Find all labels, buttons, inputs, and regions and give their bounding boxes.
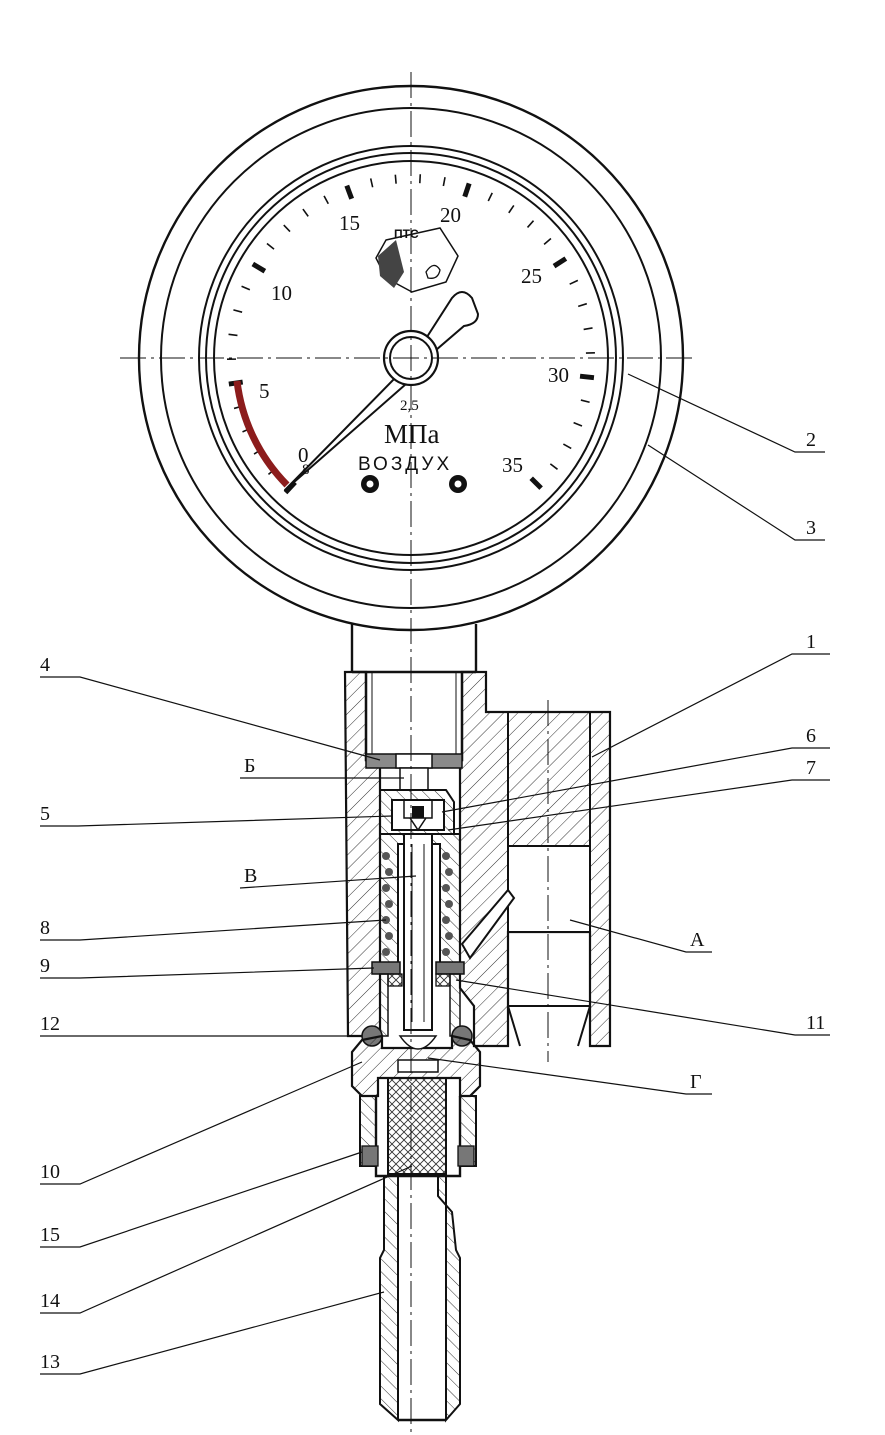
callout-1: 1 — [806, 631, 816, 653]
minor-tick — [283, 224, 291, 233]
callout-6: 6 — [806, 725, 816, 747]
seal-15-right — [457, 1145, 475, 1167]
callout-3: 3 — [806, 517, 816, 539]
scale-label-30: 30 — [548, 363, 569, 387]
minor-tick — [569, 279, 579, 285]
lower-fitting — [359, 1077, 477, 1178]
major-tick — [344, 184, 355, 200]
valve-body — [343, 670, 612, 1048]
callout-labels: 1 2 3 4 Б 5 6 7 В 8 9 А 11 12 Г 10 15 14… — [40, 429, 825, 1373]
seal-15-left — [361, 1145, 379, 1167]
side-port-insert — [507, 845, 591, 933]
spring-coil — [385, 900, 393, 908]
spring-8 — [382, 852, 453, 956]
valve-disc-7 — [412, 806, 424, 818]
scale-label-5: 5 — [259, 379, 270, 403]
callout-10: 10 — [40, 1161, 60, 1183]
callout-9: 9 — [40, 955, 50, 977]
minor-tick — [394, 174, 397, 184]
spring-coil — [445, 868, 453, 876]
major-tick — [251, 261, 267, 274]
callout-5: 5 — [40, 803, 50, 825]
callout-13: 13 — [40, 1351, 60, 1373]
minor-tick — [228, 333, 238, 337]
scale-label-0: 0 — [298, 443, 309, 467]
callout-b: Б — [244, 755, 255, 777]
spring-coil — [445, 932, 453, 940]
callout-v: В — [244, 865, 257, 887]
major-tick — [579, 373, 595, 381]
minor-tick — [442, 177, 446, 187]
nipple-13 — [379, 1175, 461, 1423]
callout-7: 7 — [806, 757, 816, 779]
minor-tick — [549, 463, 558, 470]
minor-tick — [369, 178, 374, 188]
washer-9 — [371, 961, 401, 975]
callout-11: 11 — [806, 1012, 825, 1034]
centerlines — [120, 72, 695, 1432]
gauge-pointer — [284, 291, 480, 491]
minor-tick — [543, 237, 552, 245]
spring-coil — [385, 932, 393, 940]
minor-tick — [323, 195, 330, 205]
scale-label-20: 20 — [440, 203, 461, 227]
major-tick — [529, 476, 543, 490]
minor-tick — [526, 220, 535, 228]
spring-coil — [382, 884, 390, 892]
spring-coil — [382, 948, 390, 956]
spring-coil — [445, 900, 453, 908]
minor-tick — [577, 302, 588, 308]
minor-tick — [266, 242, 275, 250]
minor-tick — [580, 399, 590, 404]
scale-label-35: 35 — [502, 453, 523, 477]
callout-a: А — [690, 929, 705, 951]
callout-14: 14 — [40, 1290, 60, 1312]
manufacturer-logo: ПТС — [375, 227, 459, 293]
scale-label-25: 25 — [521, 264, 542, 288]
callout-4: 4 — [40, 654, 50, 676]
gauge-neck — [350, 624, 478, 674]
spring-coil — [382, 852, 390, 860]
accuracy-class: 2,5 — [400, 398, 419, 414]
callout-2: 2 — [806, 429, 816, 451]
minor-tick — [508, 204, 515, 214]
callout-leaders — [40, 373, 830, 1375]
spring-coil — [442, 884, 450, 892]
callout-15: 15 — [40, 1224, 60, 1246]
unit-label: МПа — [384, 419, 440, 449]
major-tick — [462, 182, 472, 198]
scale-label-15: 15 — [339, 211, 360, 235]
major-tick — [283, 480, 297, 495]
minor-tick — [302, 208, 309, 217]
callout-12: 12 — [40, 1013, 60, 1035]
minor-tick — [233, 309, 243, 313]
spring-coil — [442, 916, 450, 924]
callout-g: Г — [690, 1071, 702, 1093]
washer-11 — [435, 961, 465, 975]
minor-tick — [583, 327, 593, 331]
chamber-g — [398, 1035, 438, 1050]
spring-coil — [442, 948, 450, 956]
passage-b — [399, 767, 429, 791]
minor-tick — [573, 421, 583, 427]
minor-tick — [487, 192, 493, 202]
medium-label: ВОЗДУХ — [358, 454, 452, 475]
logo-text: ПТС — [394, 227, 419, 241]
spring-coil — [442, 852, 450, 860]
major-tick — [552, 256, 568, 269]
red-zone-arc — [233, 380, 290, 488]
minor-tick — [241, 285, 251, 291]
valve-cartridge — [371, 789, 465, 1037]
spring-coil — [385, 868, 393, 876]
filter-insert-14 — [387, 1077, 447, 1175]
valve-stem — [403, 833, 433, 1031]
minor-tick — [562, 443, 572, 450]
scale-label-10: 10 — [271, 281, 292, 305]
callout-8: 8 — [40, 917, 50, 939]
